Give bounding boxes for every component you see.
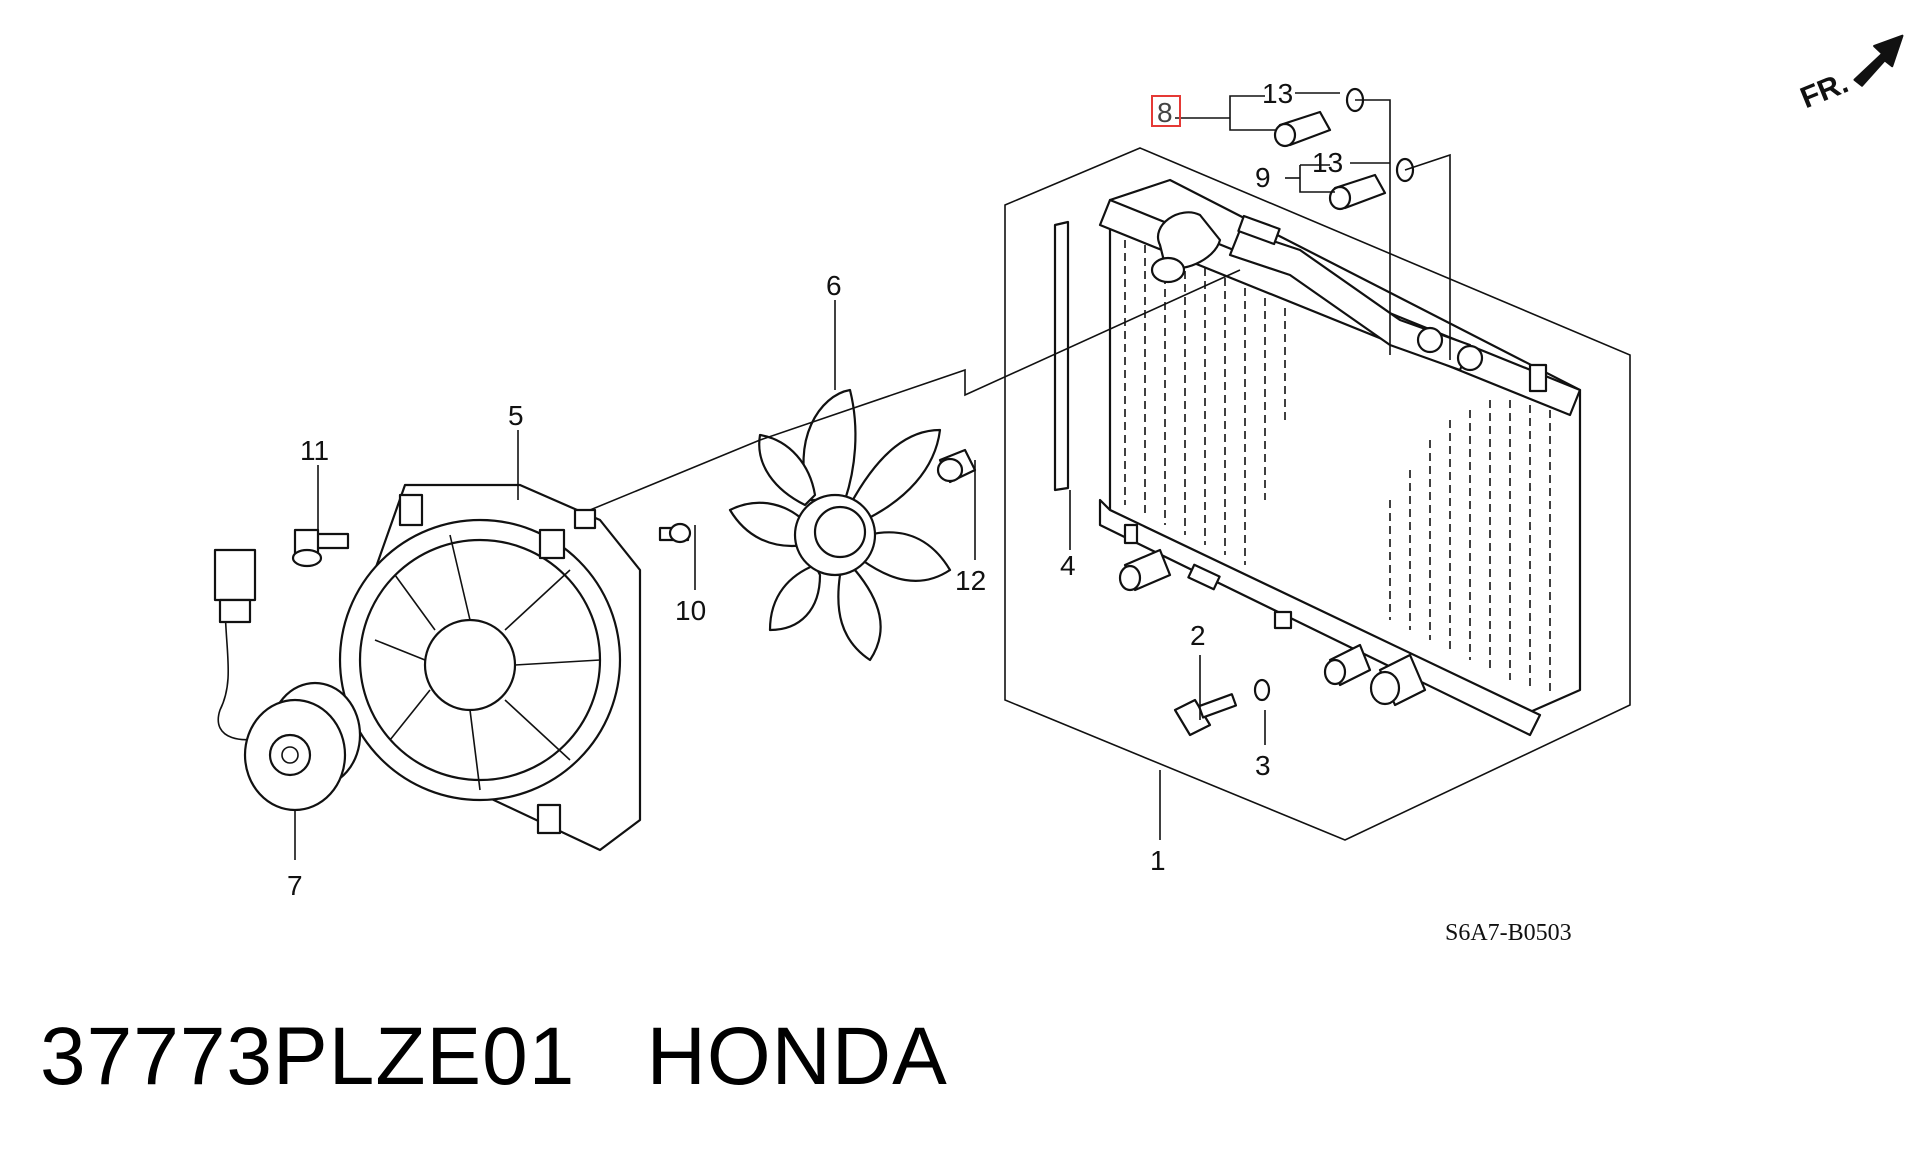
nut-12-part [936, 448, 977, 484]
callout-9: 9 [1255, 162, 1271, 193]
leader-lines [294, 92, 1451, 860]
washer-3-part [1253, 678, 1271, 702]
callout-3: 3 [1255, 750, 1271, 781]
callout-4: 4 [1060, 550, 1076, 581]
bolt-10-part [658, 522, 692, 544]
callout-1: 1 [1150, 845, 1166, 876]
radiator-part [1098, 178, 1582, 737]
callout-11: 11 [300, 435, 329, 466]
drawing-code: S6A7-B0503 [1445, 920, 1572, 946]
callout-5: 5 [508, 400, 524, 431]
radiator-group-outline [1004, 147, 1631, 841]
fan-shroud-part [338, 483, 642, 852]
bolt-11-part [291, 528, 350, 568]
callout-8: 8 [1157, 97, 1173, 128]
callout-12: 12 [955, 565, 986, 596]
callout-13-middle: 13 [1312, 147, 1343, 178]
seal-part [1053, 220, 1070, 492]
part-number: 37773PLZE01 [40, 1011, 576, 1102]
brand-name: HONDA [646, 1011, 948, 1102]
callout-7: 7 [287, 870, 303, 901]
switch-8-part [1273, 110, 1332, 148]
washer-13-parts [1345, 87, 1415, 183]
callout-6: 6 [826, 270, 842, 301]
caption: 37773PLZE01 HONDA [40, 1010, 948, 1104]
arrow-right-icon [1853, 34, 1904, 87]
drain-plug-2-part [1173, 693, 1238, 737]
front-label: FR. [1796, 66, 1853, 115]
callout-8-highlight-box [1151, 95, 1181, 127]
sensor-9-part [1328, 173, 1387, 211]
callout-2: 2 [1190, 620, 1206, 651]
fan-motor-part [213, 548, 362, 812]
fan-part [728, 388, 952, 662]
callout-10: 10 [675, 595, 706, 626]
callout-13-top: 13 [1262, 78, 1293, 109]
front-direction-indicator: FR. [1796, 34, 1904, 115]
